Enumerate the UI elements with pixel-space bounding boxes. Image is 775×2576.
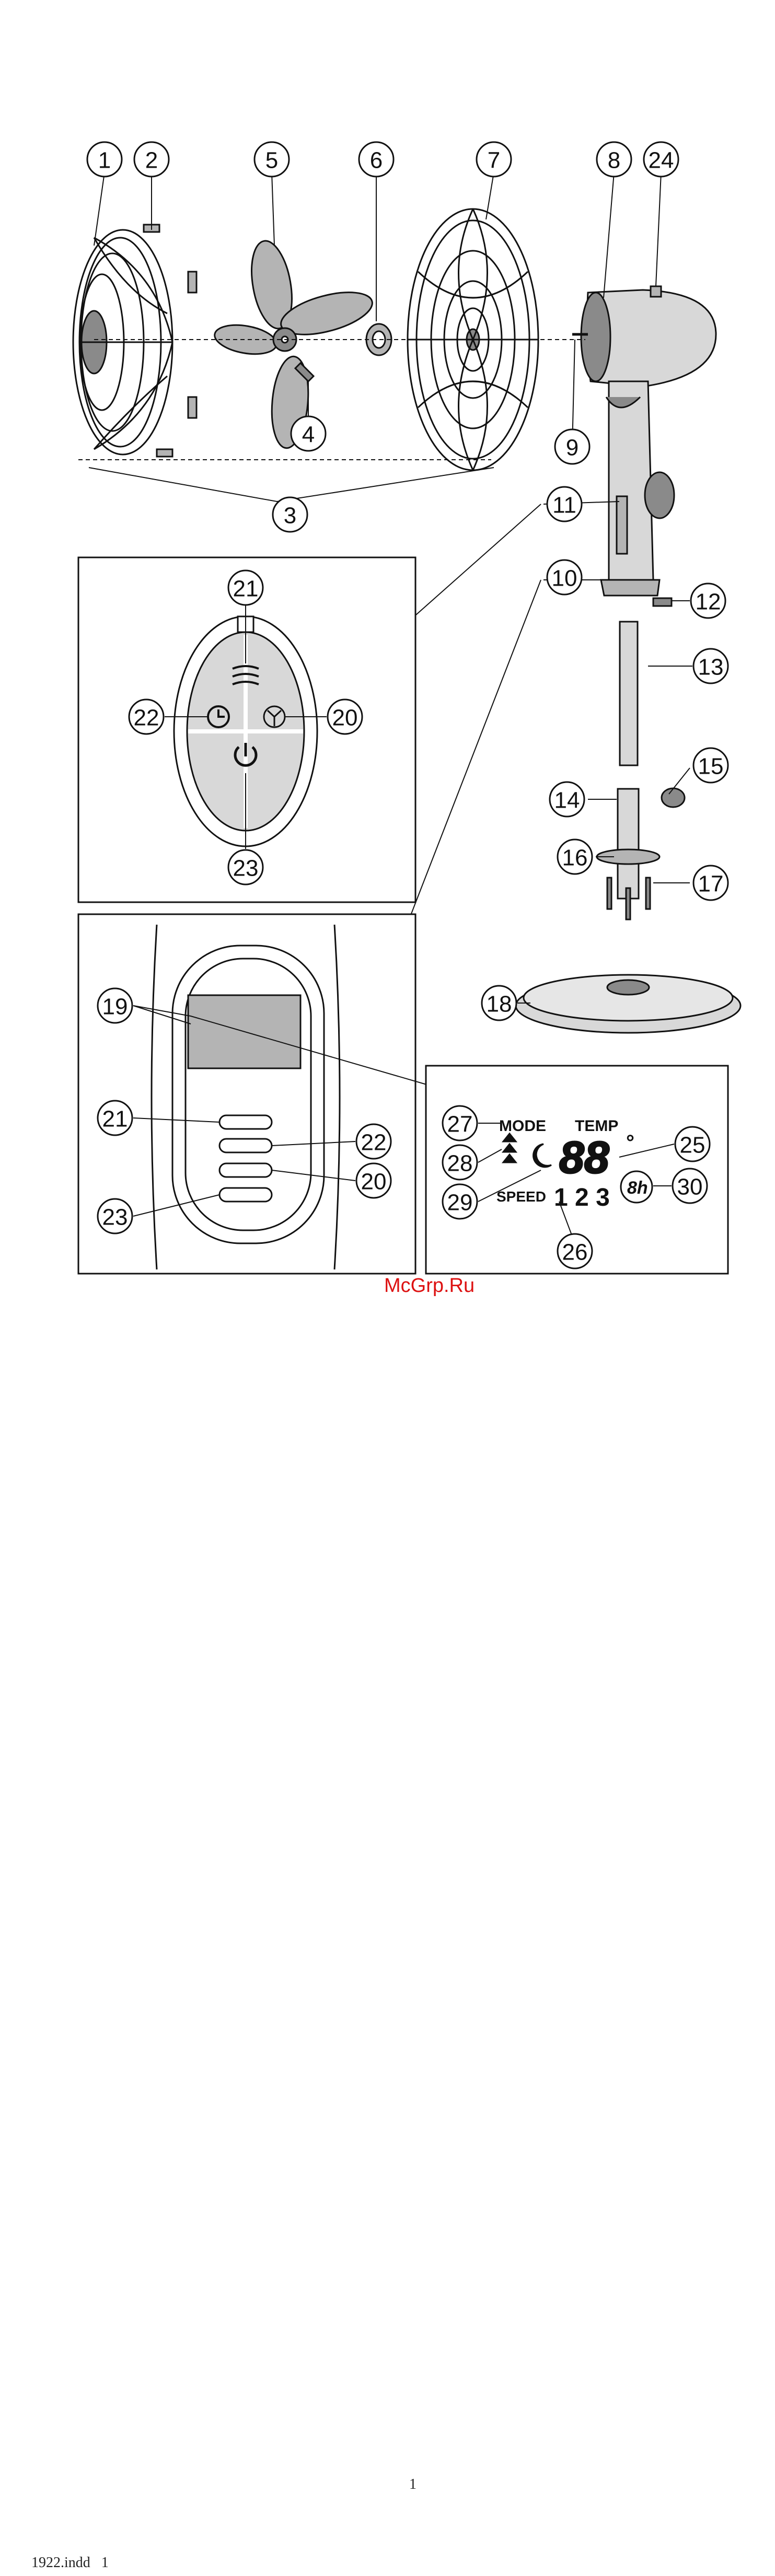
fan-body (601, 381, 674, 596)
callout-5: 5 (255, 142, 289, 177)
callout-4: 4 (291, 416, 326, 451)
callout-label: 20 (361, 1169, 387, 1195)
watermark: McGrp.Ru (384, 1275, 475, 1297)
callout-9: 9 (555, 429, 589, 464)
callout-30: 30 (673, 1169, 707, 1203)
callout-29: 29 (443, 1184, 477, 1219)
callout-label: 5 (265, 148, 278, 173)
lcd-mode-label: MODE (499, 1117, 546, 1135)
callout-label: 9 (566, 435, 579, 461)
callout-label: 2 (145, 148, 158, 173)
callout-label: 22 (134, 705, 159, 731)
remote-control (172, 946, 324, 1243)
callout-19: 19 (98, 988, 132, 1023)
lcd-speed-values: 1 2 3 (554, 1184, 610, 1211)
callout-22: 22 (356, 1124, 391, 1159)
callout-10: 10 (547, 560, 582, 595)
callout-12: 12 (691, 584, 725, 618)
callout-label: 27 (447, 1112, 473, 1137)
callout-17: 17 (693, 866, 728, 900)
callout-28: 28 (443, 1145, 477, 1180)
callout-label: 11 (552, 493, 576, 518)
callout-label: 3 (284, 503, 296, 529)
callout-24: 24 (644, 142, 678, 177)
callout-23: 23 (228, 850, 263, 884)
callout-label: 15 (698, 754, 724, 779)
callout-27: 27 (443, 1106, 477, 1140)
callout-21: 21 (98, 1101, 132, 1135)
callout-label: 23 (233, 856, 259, 881)
callout-label: 6 (370, 148, 383, 173)
callout-label: 23 (102, 1205, 128, 1230)
callout-label: 1 (98, 148, 111, 173)
callout-label: 20 (332, 705, 358, 731)
callout-15: 15 (693, 748, 728, 783)
callout-label: 21 (233, 576, 259, 602)
callout-3: 3 (273, 497, 307, 532)
callout-6: 6 (359, 142, 394, 177)
lcd-speed-label: SPEED (496, 1188, 546, 1205)
callout-label: 30 (677, 1174, 703, 1200)
callout-8: 8 (597, 142, 631, 177)
fan-blade (212, 238, 376, 450)
base-plate (516, 975, 741, 1033)
callout-26: 26 (558, 1234, 592, 1268)
file-label: 1922.indd 1 (31, 2555, 109, 2571)
callout-label: 24 (649, 148, 674, 173)
callout-label: 16 (562, 845, 588, 871)
callout-20: 20 (356, 1163, 391, 1198)
page-number: 1 (409, 2476, 417, 2493)
callout-label: 14 (554, 788, 580, 813)
callout-label: 26 (562, 1240, 588, 1265)
callout-label: 4 (302, 422, 315, 448)
callout-label: 19 (102, 994, 128, 1020)
callout-label: 22 (361, 1130, 387, 1156)
callout-label: 7 (488, 148, 500, 173)
callout-14: 14 (550, 782, 584, 817)
knob-screw (653, 598, 672, 606)
callout-label: 21 (102, 1106, 128, 1132)
height-lock-knob (662, 788, 685, 807)
callout-label: 13 (698, 655, 724, 680)
lcd-temp-value: 88 (559, 1133, 609, 1183)
callout-20: 20 (328, 700, 362, 734)
callout-label: 17 (698, 871, 724, 897)
callout-23: 23 (98, 1199, 132, 1233)
callout-2: 2 (134, 142, 169, 177)
lcd-timer-value: 8h (627, 1178, 648, 1198)
callout-18: 18 (482, 986, 516, 1020)
callout-11: 11 (547, 487, 582, 521)
upper-pole (620, 622, 638, 765)
callout-label: 10 (552, 566, 577, 591)
rear-grille (73, 225, 196, 457)
lcd-degree: ° (626, 1131, 634, 1154)
callout-21: 21 (228, 570, 263, 605)
motor-housing (572, 286, 716, 387)
callout-label: 25 (680, 1133, 705, 1158)
callout-label: 8 (608, 148, 620, 173)
callout-25: 25 (675, 1127, 710, 1161)
callout-label: 18 (487, 992, 512, 1017)
callout-label: 29 (447, 1190, 473, 1216)
callout-label: 12 (696, 589, 721, 615)
callout-22: 22 (129, 700, 164, 734)
lower-pole (618, 789, 639, 899)
callout-13: 13 (693, 649, 728, 683)
callout-label: 28 (447, 1151, 473, 1176)
callout-1: 1 (87, 142, 122, 177)
callout-7: 7 (477, 142, 511, 177)
callout-16: 16 (558, 840, 592, 874)
